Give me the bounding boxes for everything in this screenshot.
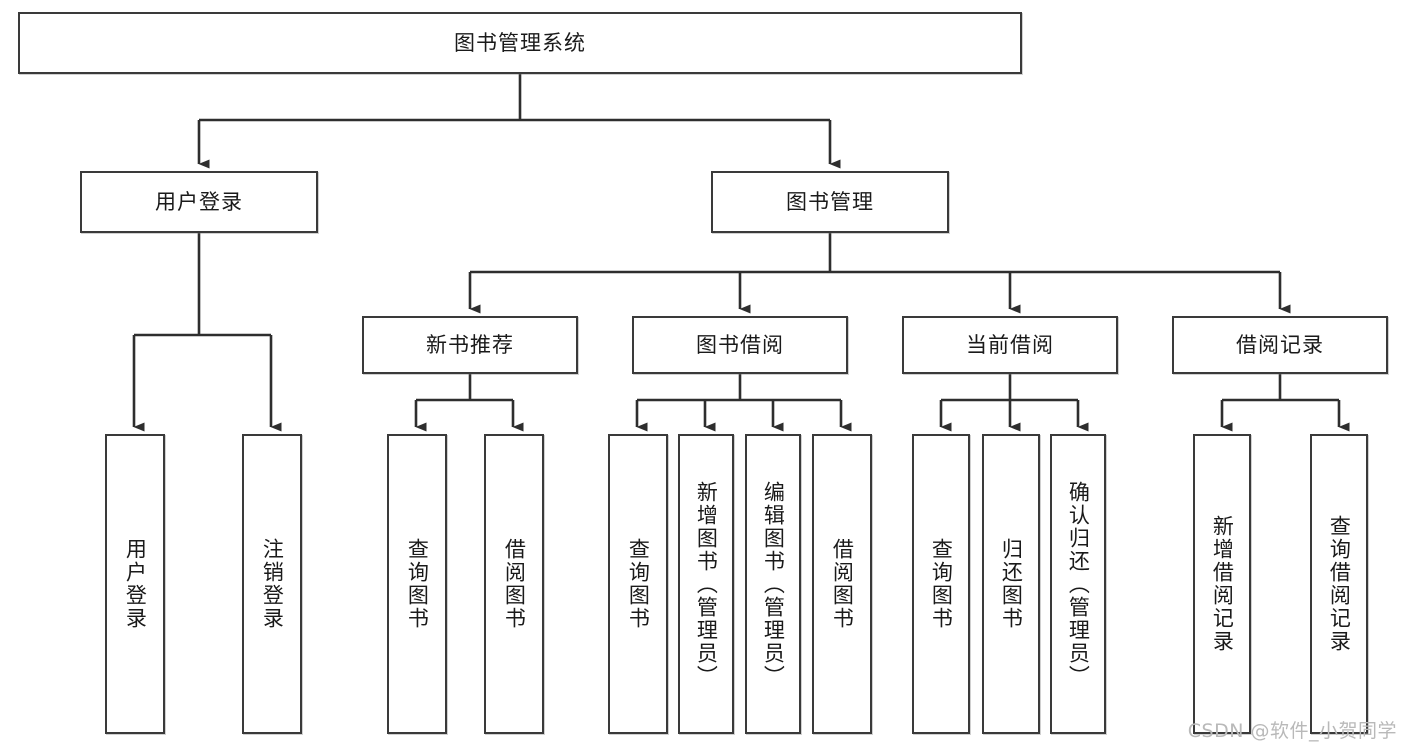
leaf-current-query-book[interactable]: 查询图书	[912, 434, 970, 734]
node-label: 借阅图书	[830, 538, 855, 630]
node-book-borrow[interactable]: 图书借阅	[632, 316, 848, 374]
node-current-borrow[interactable]: 当前借阅	[902, 316, 1118, 374]
node-label: 查询图书	[626, 538, 651, 630]
leaf-current-return-book[interactable]: 归还图书	[982, 434, 1040, 734]
node-label: 确认归还（管理员）	[1066, 480, 1091, 688]
leaf-record-query-record[interactable]: 查询借阅记录	[1310, 434, 1368, 734]
node-label: 新书推荐	[426, 332, 514, 357]
node-label: 图书管理系统	[454, 30, 586, 55]
node-label: 当前借阅	[966, 332, 1054, 357]
leaf-recommend-query-book[interactable]: 查询图书	[387, 434, 447, 734]
node-label: 用户登录	[123, 538, 148, 630]
node-label: 新增借阅记录	[1210, 515, 1235, 653]
node-user-login[interactable]: 用户登录	[80, 171, 318, 233]
csdn-watermark: CSDN @软件_小贺同学	[1187, 720, 1397, 742]
node-label: 借阅图书	[502, 538, 527, 630]
leaf-borrow-add-book-admin[interactable]: 新增图书（管理员）	[678, 434, 734, 734]
leaf-user-login-logout[interactable]: 注销登录	[242, 434, 302, 734]
node-label: 查询图书	[405, 538, 430, 630]
node-label: 查询图书	[929, 538, 954, 630]
node-label: 图书管理	[786, 189, 874, 214]
leaf-user-login-login[interactable]: 用户登录	[105, 434, 165, 734]
node-label: 查询借阅记录	[1327, 515, 1352, 653]
node-label: 用户登录	[155, 189, 243, 214]
leaf-borrow-query-book[interactable]: 查询图书	[608, 434, 668, 734]
node-label: 注销登录	[260, 538, 285, 630]
node-label: 编辑图书（管理员）	[761, 480, 786, 688]
node-label: 新增图书（管理员）	[694, 480, 719, 688]
node-new-book-recommend[interactable]: 新书推荐	[362, 316, 578, 374]
node-borrow-record[interactable]: 借阅记录	[1172, 316, 1388, 374]
leaf-current-confirm-return-admin[interactable]: 确认归还（管理员）	[1050, 434, 1106, 734]
node-label: 借阅记录	[1236, 332, 1324, 357]
leaf-recommend-borrow-book[interactable]: 借阅图书	[484, 434, 544, 734]
leaf-borrow-borrow-book[interactable]: 借阅图书	[812, 434, 872, 734]
node-label: 图书借阅	[696, 332, 784, 357]
node-root-system[interactable]: 图书管理系统	[18, 12, 1022, 74]
leaf-borrow-edit-book-admin[interactable]: 编辑图书（管理员）	[745, 434, 801, 734]
node-label: 归还图书	[999, 538, 1024, 630]
node-book-management[interactable]: 图书管理	[711, 171, 949, 233]
leaf-record-add-record[interactable]: 新增借阅记录	[1193, 434, 1251, 734]
